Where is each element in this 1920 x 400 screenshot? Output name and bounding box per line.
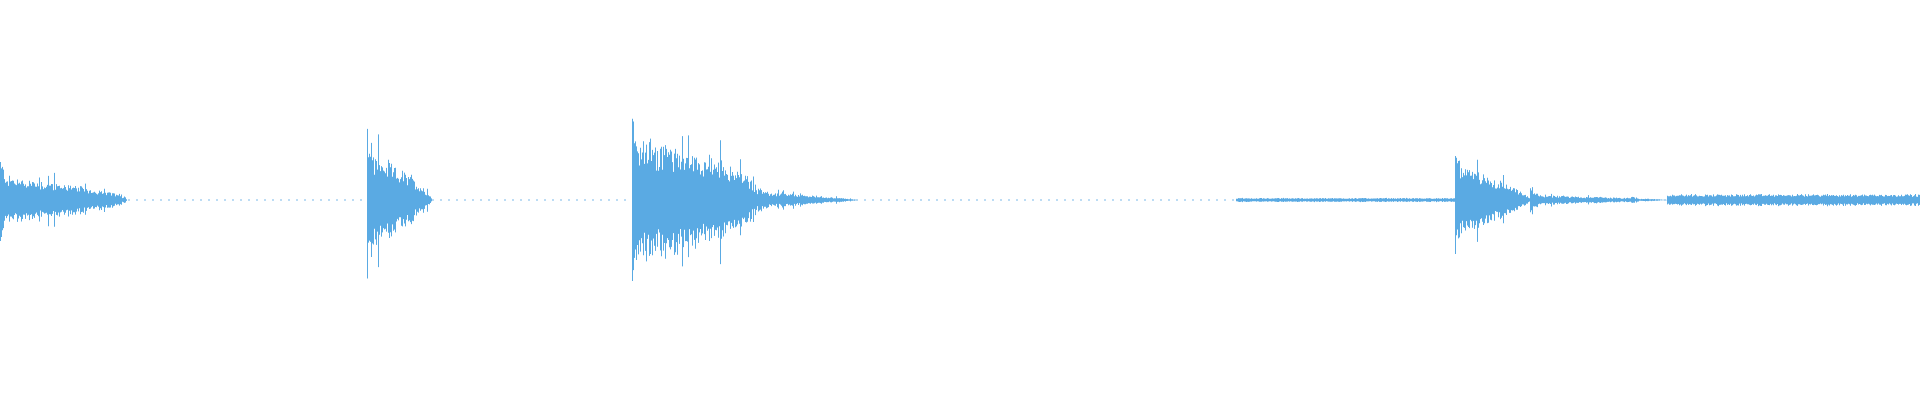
- waveform-signal: [0, 118, 1920, 281]
- waveform-bars: [0, 118, 1920, 281]
